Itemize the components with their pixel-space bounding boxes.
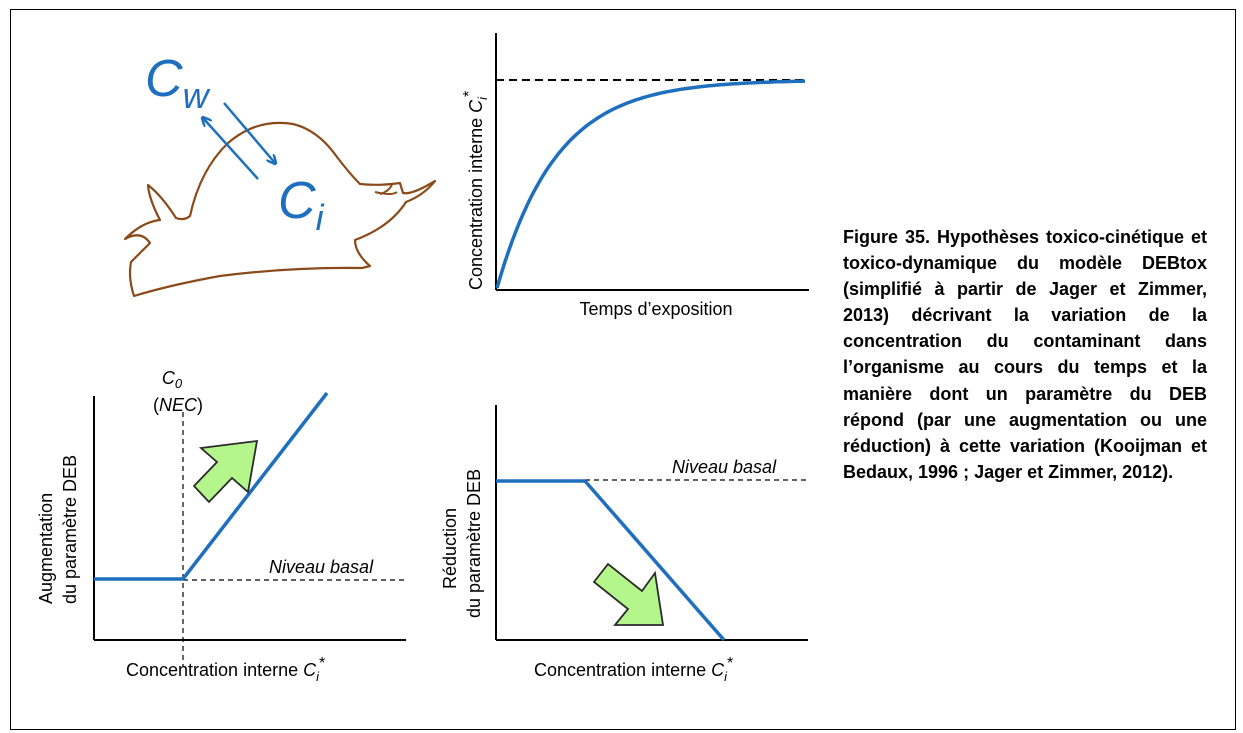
x-axis-label: Concentration interne Ci*	[534, 655, 733, 684]
snail-outline	[123, 121, 437, 298]
y-axis-label-line1: Augmentation	[36, 493, 56, 604]
snail-panel: Cw Ci	[123, 50, 437, 298]
increase-response-line	[94, 391, 329, 581]
uptake-curve	[495, 79, 806, 289]
exchange-arrow-out	[203, 118, 259, 180]
y-axis-label-line1: Réduction	[440, 508, 460, 589]
down-arrow-icon	[592, 562, 665, 626]
up-arrow-icon	[192, 439, 259, 504]
threshold-c0-label: C0	[162, 368, 183, 391]
threshold-nec-label: (NEC)	[153, 395, 203, 415]
baseline-label: Niveau basal	[672, 457, 777, 477]
cw-label: Cw	[145, 50, 211, 116]
increase-chart: C0 (NEC) Niveau basal Augmentation du pa…	[36, 368, 406, 684]
reduction-chart: Niveau basal Réduction du paramètre DEB …	[440, 405, 808, 684]
y-axis-label-line2: du paramètre DEB	[464, 469, 484, 618]
x-axis-label: Temps d’exposition	[579, 299, 732, 319]
snail-shell-line	[374, 184, 398, 195]
reduction-response-line	[496, 479, 726, 642]
figure-caption: Figure 35. Hypothèses toxico-cinétique e…	[843, 227, 1207, 482]
ci-label: Ci	[278, 172, 325, 238]
toxicokinetic-chart: Concentration interne Ci* Temps d’exposi…	[461, 33, 809, 319]
x-axis-label: Concentration interne Ci*	[126, 655, 325, 684]
y-axis-label-line2: du paramètre DEB	[60, 455, 80, 604]
baseline-label: Niveau basal	[269, 557, 374, 577]
exchange-arrow-in	[223, 102, 275, 163]
y-axis-label: Concentration interne Ci*	[461, 91, 490, 290]
